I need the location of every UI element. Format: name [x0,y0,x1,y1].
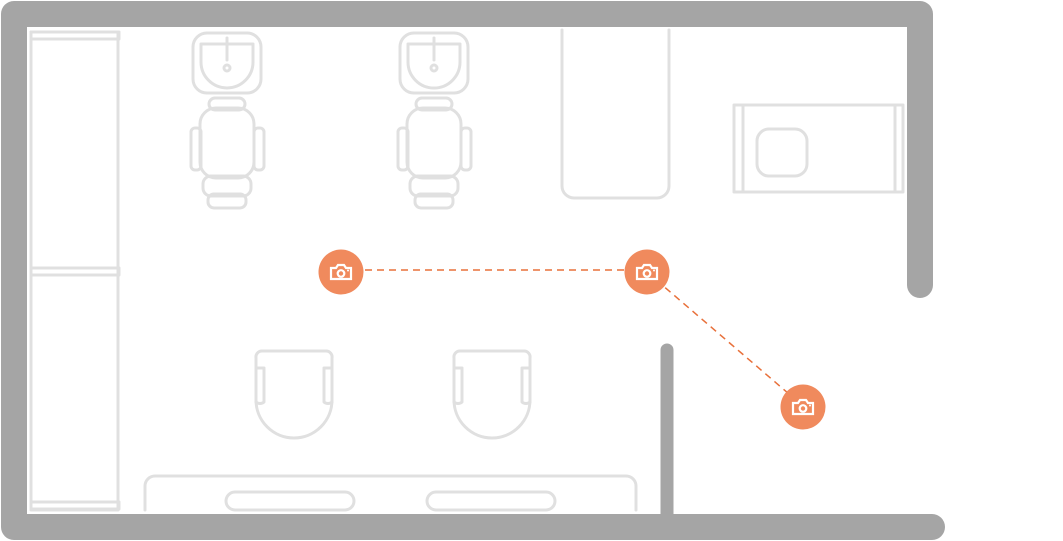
wash-station-left [189,31,266,210]
viewpoint-marker[interactable] [318,249,364,295]
salon-chair-icon [189,96,266,210]
waiting-bench [143,474,638,512]
viewpoint-1[interactable] [318,249,364,295]
wash-station-right [396,31,473,210]
outer-wall [1,1,945,540]
camera-icon [635,263,659,281]
viewpoint-marker[interactable] [624,249,670,295]
wall-cabinets [29,30,121,512]
viewpoint-2[interactable] [624,249,670,295]
tour-path [341,269,804,407]
armchair-icon [254,349,334,440]
viewpoints [318,249,826,430]
camera-icon [791,398,815,416]
daybed [732,103,905,194]
camera-icon [329,263,353,281]
viewpoint-marker[interactable] [780,384,826,430]
counter-unit [560,28,671,200]
sink-icon [191,31,263,95]
sink-icon [398,31,470,95]
path-segment-2 [646,271,804,407]
salon-chair-icon [396,96,473,210]
armchair-icon [452,349,532,440]
viewpoint-3[interactable] [780,384,826,430]
